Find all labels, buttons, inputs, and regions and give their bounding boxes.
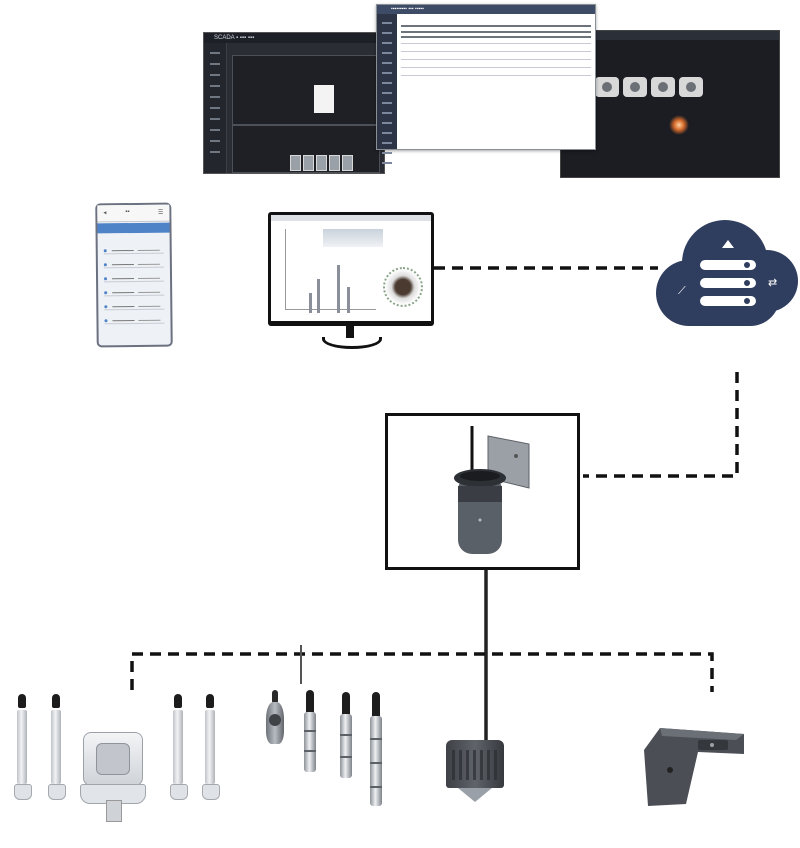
probe-foot <box>170 784 188 800</box>
list-item <box>104 276 165 283</box>
table-row <box>401 75 591 76</box>
sync-icon: ⇄ <box>768 277 778 289</box>
camera-button <box>595 77 619 97</box>
probe-body <box>51 710 61 784</box>
sensor-tip <box>458 788 492 802</box>
probe-cap <box>306 690 314 714</box>
probe-cap <box>52 694 60 708</box>
probe-body <box>17 710 27 784</box>
list-item <box>103 248 164 255</box>
camera-button <box>651 77 675 97</box>
probe-cap <box>174 694 182 708</box>
table-row <box>401 31 591 33</box>
gateway-device-box <box>385 413 580 570</box>
image-strip <box>323 229 383 247</box>
sensor-ribs <box>452 750 498 780</box>
clamp-sensor <box>262 690 290 756</box>
probe-cap <box>206 694 214 708</box>
list-item <box>103 262 164 269</box>
light-glow <box>669 115 689 135</box>
server-rack <box>700 296 756 306</box>
menu-icon: ☰ <box>157 209 164 216</box>
scada-screen-left: SCADA ▪ ▪▪▪ ▪▪▪ <box>203 32 385 174</box>
back-icon: ◂ <box>103 210 107 217</box>
cloud-server-icon: ⟋ ⇄ <box>656 220 798 332</box>
probe-cap <box>372 692 380 718</box>
sensor-window <box>96 743 130 775</box>
screen-titlebar <box>561 31 779 40</box>
table-row <box>401 51 591 52</box>
list-item <box>104 290 165 297</box>
metal-probe <box>304 712 316 772</box>
link-icon: ⟋ <box>678 285 686 297</box>
scatter-ring <box>383 267 423 307</box>
upload-icon <box>722 240 734 248</box>
mobile-app: ◂ ▪▪ ☰ <box>95 202 173 348</box>
probe-sensor-pair-2 <box>166 690 226 822</box>
metal-probe <box>370 716 382 806</box>
probe-body <box>205 710 215 784</box>
metal-probe <box>340 714 352 778</box>
camera-button <box>623 77 647 97</box>
probe-foot <box>48 784 66 800</box>
chart-bar <box>347 287 350 313</box>
data-table-screen-middle: ▪▪▪▪▪▪▪▪▪ ▪▪▪ ▪▪▪▪▪ <box>376 4 596 164</box>
screen-title: ▪▪▪▪▪▪▪▪▪ ▪▪▪ ▪▪▪▪▪ <box>377 5 595 14</box>
tile <box>303 155 314 171</box>
app-header: ◂ ▪▪ ☰ <box>97 204 170 223</box>
table-row <box>401 43 591 44</box>
table-row <box>401 59 591 60</box>
bracket-mount-sensor <box>640 726 746 808</box>
table-header <box>401 25 591 27</box>
monitor-screen <box>271 215 431 321</box>
app-tab-bar <box>97 222 170 234</box>
probe-cap <box>18 694 26 708</box>
screen-sidebar <box>204 43 227 173</box>
screen-title: SCADA ▪ ▪▪▪ ▪▪▪ <box>204 33 384 43</box>
chart-bar <box>337 265 340 313</box>
metal-probe-group <box>300 690 390 812</box>
table-row <box>401 36 591 38</box>
tile <box>329 155 340 171</box>
monitor-stand <box>346 326 354 338</box>
sensor-bus-line <box>130 652 714 692</box>
box-sensor <box>83 732 143 786</box>
camera-button <box>679 77 703 97</box>
gateway-icon <box>454 426 530 554</box>
radar-level-sensor <box>446 740 504 788</box>
tile <box>316 155 327 171</box>
screen-sidebar <box>377 14 397 164</box>
chart-bar <box>317 279 320 313</box>
list-item <box>104 318 165 325</box>
desktop-monitor <box>268 212 434 326</box>
tile <box>290 155 301 171</box>
chart-area <box>285 229 376 310</box>
video-screen-right <box>560 30 780 178</box>
table-row <box>401 67 591 68</box>
probe-foot <box>202 784 220 800</box>
tile <box>342 155 353 171</box>
server-rack <box>700 278 756 288</box>
app-title: ▪▪ <box>125 209 130 216</box>
probe-cap <box>342 692 350 716</box>
probe-body <box>173 710 183 784</box>
probe-sensor-pair-1 <box>12 690 72 822</box>
probe-foot <box>14 784 32 800</box>
box-sensor-stem <box>106 800 122 822</box>
cloud-to-hub-link <box>583 372 739 478</box>
process-panel <box>232 55 380 125</box>
bracket-icon <box>644 728 744 806</box>
monitor-base <box>322 337 382 349</box>
list-item <box>104 304 165 311</box>
panel-highlight <box>314 85 334 113</box>
chart-bar <box>309 293 312 313</box>
server-rack <box>700 260 756 270</box>
